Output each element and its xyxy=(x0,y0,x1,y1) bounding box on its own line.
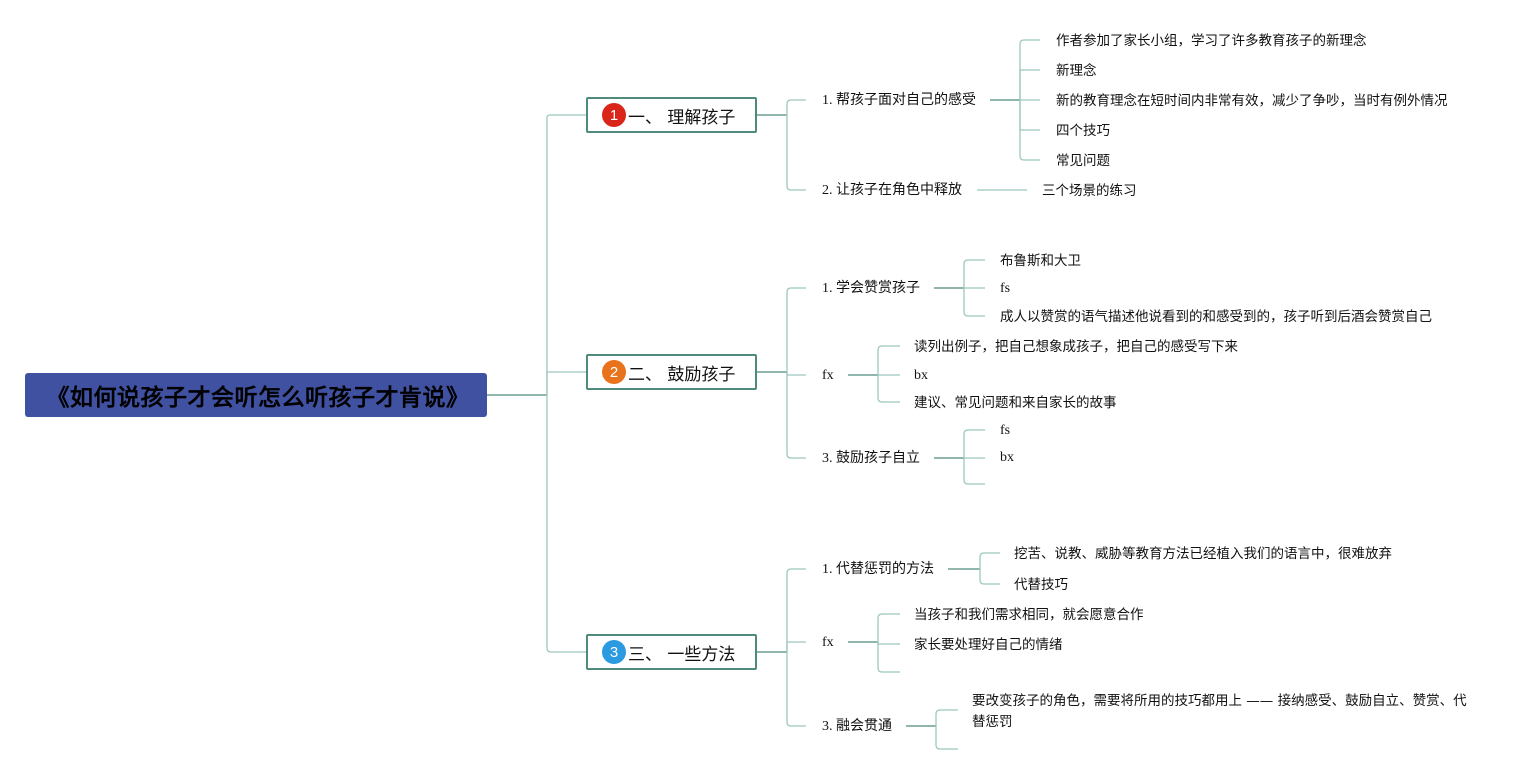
leaf-2-1-1[interactable]: 布鲁斯和大卫 xyxy=(1000,253,1081,269)
branch-3-label: 三、 一些方法 xyxy=(628,644,736,665)
root-title: 《如何说孩子才会听怎么听孩子才肯说》 xyxy=(46,385,470,411)
leaf-2-1-2[interactable]: fs xyxy=(1000,281,1011,296)
leaf-3-3-1[interactable]: 要改变孩子的角色，需要将所用的技巧都用上 —— 接纳感受、鼓励自立、赞赏、代替惩… xyxy=(972,693,1467,730)
leaf-2-2-3[interactable]: 建议、常见问题和来自家长的故事 xyxy=(914,395,1117,411)
leaf-2-1-3[interactable]: 成人以赞赏的语气描述他说看到的和感受到的，孩子听到后酒会赞赏自己 xyxy=(1000,309,1432,325)
leaf-3-1-2[interactable]: 代替技巧 xyxy=(1014,577,1068,593)
leaf-3-2-2[interactable]: 家长要处理好自己的情绪 xyxy=(914,637,1063,653)
leaf-1-2-1[interactable]: 三个场景的练习 xyxy=(1042,183,1137,199)
leaf-3-2-1[interactable]: 当孩子和我们需求相同，就会愿意合作 xyxy=(914,607,1144,623)
number-1-icon: 1 xyxy=(602,103,626,127)
branch-1-sub-2[interactable]: 2. 让孩子在角色中释放 xyxy=(822,183,962,198)
leaf-3-1-1[interactable]: 挖苦、说教、威胁等教育方法已经植入我们的语言中，很难放弃 xyxy=(1014,546,1392,562)
branch-1-sub-1[interactable]: 1. 帮孩子面对自己的感受 xyxy=(822,93,976,108)
branch-2-topic[interactable]: 2 二、 鼓励孩子 xyxy=(586,354,757,390)
leaf-2-3-1[interactable]: fs xyxy=(1000,423,1011,438)
branch-2-sub-1[interactable]: 1. 学会赞赏孩子 xyxy=(822,281,920,296)
branch-3-sub-2[interactable]: fx xyxy=(822,635,834,650)
leaf-1-1-3[interactable]: 新的教育理念在短时间内非常有效，减少了争吵，当时有例外情况 xyxy=(1056,93,1448,109)
number-2-icon: 2 xyxy=(602,360,626,384)
branch-3-sub-1[interactable]: 1. 代替惩罚的方法 xyxy=(822,562,934,577)
leaf-1-1-2[interactable]: 新理念 xyxy=(1056,63,1097,79)
branch-2-sub-3[interactable]: 3. 鼓励孩子自立 xyxy=(822,451,920,466)
leaf-1-1-4[interactable]: 四个技巧 xyxy=(1056,123,1110,139)
branch-2-label: 二、 鼓励孩子 xyxy=(628,364,736,385)
leaf-1-1-5[interactable]: 常见问题 xyxy=(1056,153,1110,169)
branch-2-sub-2[interactable]: fx xyxy=(822,368,834,383)
branch-1-label: 一、 理解孩子 xyxy=(628,107,736,128)
branch-1-topic[interactable]: 1 一、 理解孩子 xyxy=(586,97,757,133)
leaf-2-3-2[interactable]: bx xyxy=(1000,450,1014,465)
root-topic[interactable]: 《如何说孩子才会听怎么听孩子才肯说》 xyxy=(25,373,487,417)
leaf-2-2-1[interactable]: 读列出例子，把自己想象成孩子，把自己的感受写下来 xyxy=(914,339,1238,355)
branch-3-sub-3[interactable]: 3. 融会贯通 xyxy=(822,719,892,734)
branch-3-topic[interactable]: 3 三、 一些方法 xyxy=(586,634,757,670)
leaf-2-2-2[interactable]: bx xyxy=(914,368,928,383)
number-3-icon: 3 xyxy=(602,640,626,664)
leaf-1-1-1[interactable]: 作者参加了家长小组，学习了许多教育孩子的新理念 xyxy=(1056,33,1367,49)
